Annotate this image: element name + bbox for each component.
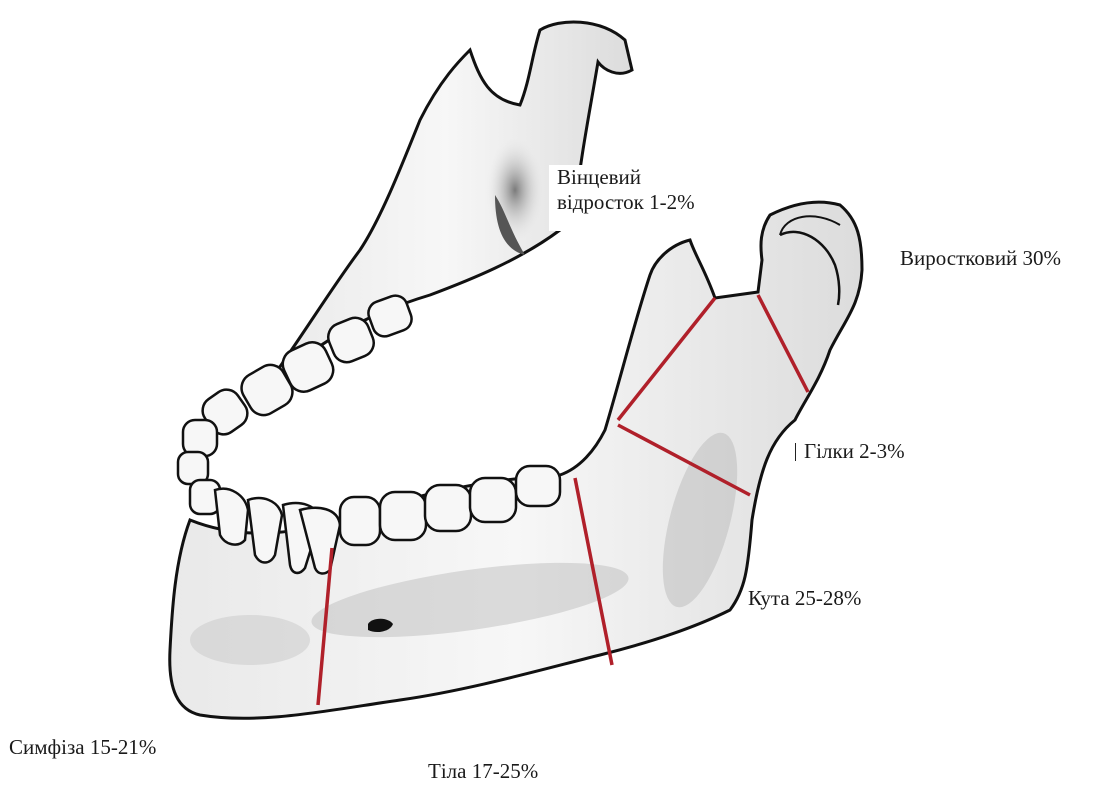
symphysis-label: Симфіза 15-21% (9, 735, 156, 760)
condylar-label: Виростковий 30% (900, 246, 1061, 271)
coronoid-label-line1: Вінцевий (557, 165, 695, 190)
coronoid-label: Вінцевий відросток 1-2% (549, 165, 699, 231)
ramus-label-marker (795, 443, 796, 461)
coronoid-label-line2: відросток 1-2% (557, 190, 695, 215)
body-label: Тіла 17-25% (428, 759, 538, 784)
angle-label: Кута 25-28% (748, 586, 861, 611)
ramus-label: Гілки 2-3% (804, 439, 905, 464)
